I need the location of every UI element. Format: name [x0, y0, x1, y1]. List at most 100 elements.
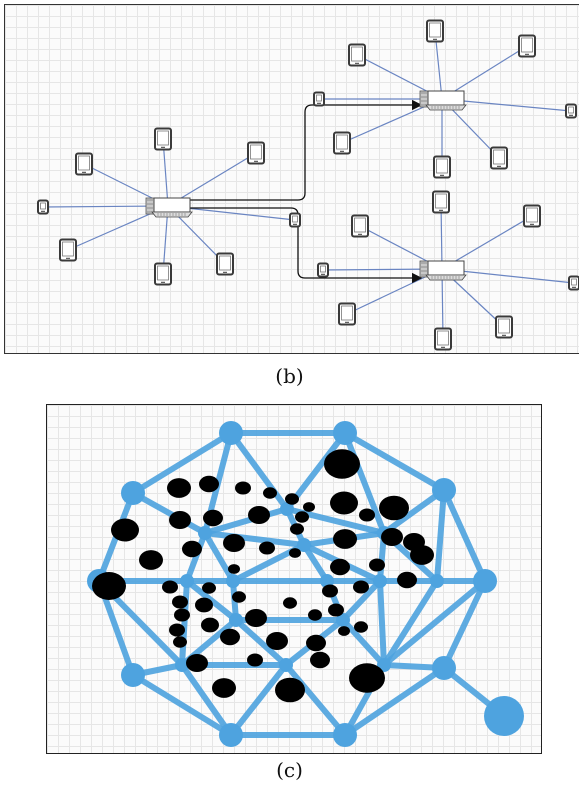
- mesh-edge: [441, 578, 488, 671]
- mesh-node: [373, 574, 387, 588]
- mesh-node: [121, 481, 145, 505]
- data-dot: [172, 595, 188, 609]
- data-dot: [173, 636, 187, 648]
- data-dot: [201, 617, 219, 633]
- data-dot: [169, 510, 191, 530]
- tablet-icon: [216, 252, 234, 276]
- network-switch-icon: [419, 90, 467, 111]
- data-dot: [169, 623, 185, 637]
- mesh-edge: [301, 542, 330, 584]
- data-dot: [139, 550, 163, 570]
- tablet-icon: [434, 327, 452, 351]
- data-dot: [295, 511, 309, 523]
- mesh-node: [175, 658, 189, 672]
- caption-b: (b): [275, 364, 304, 388]
- mesh-edge: [202, 530, 307, 548]
- mesh-edge: [381, 578, 440, 668]
- tablet-icon: [289, 212, 301, 228]
- mesh-node: [279, 658, 293, 672]
- tablet-icon: [348, 43, 366, 67]
- mesh-node: [297, 538, 311, 552]
- data-dot: [199, 475, 219, 493]
- tablet-icon: [338, 302, 356, 326]
- data-dot: [397, 571, 417, 589]
- data-dot: [330, 558, 350, 576]
- mesh-edge: [381, 487, 447, 536]
- network-link: [441, 45, 528, 100]
- tablet-icon: [154, 262, 172, 286]
- tablet-icon: [247, 141, 265, 165]
- mesh-panel: [46, 404, 542, 754]
- data-dot: [162, 580, 178, 594]
- data-dot: [186, 653, 208, 673]
- mesh-node: [473, 569, 497, 593]
- tablet-icon: [154, 127, 172, 151]
- mesh-node: [333, 421, 357, 445]
- caption-c: (c): [276, 758, 303, 782]
- mesh-node: [484, 696, 524, 736]
- mesh-node: [432, 478, 456, 502]
- tablet-icon: [433, 155, 451, 179]
- data-dot: [245, 608, 267, 628]
- tablet-icon: [568, 275, 579, 291]
- data-dot: [228, 564, 240, 574]
- data-dot: [212, 678, 236, 698]
- data-dot: [328, 603, 344, 617]
- data-dot: [111, 518, 139, 542]
- data-dot: [308, 609, 322, 621]
- tablet-icon: [75, 152, 93, 176]
- mesh-edge: [130, 430, 234, 496]
- tablet-icon: [333, 131, 351, 155]
- tablet-icon: [37, 199, 49, 215]
- data-dot: [203, 509, 223, 527]
- data-dot: [306, 634, 326, 652]
- data-dot: [167, 478, 191, 498]
- mesh-node: [219, 723, 243, 747]
- data-dot: [232, 591, 246, 603]
- mesh-node: [226, 574, 240, 588]
- tablet-icon: [565, 103, 577, 119]
- data-dot: [289, 548, 301, 558]
- mesh-edge: [342, 430, 387, 536]
- data-dot: [330, 491, 358, 515]
- data-dot: [303, 502, 315, 512]
- data-dot: [354, 621, 368, 633]
- data-dot: [220, 628, 240, 646]
- tablet-icon: [518, 34, 536, 58]
- data-dot: [338, 626, 350, 636]
- data-dot: [283, 597, 297, 609]
- mesh-node: [219, 421, 243, 445]
- tablet-icon: [426, 19, 444, 43]
- mesh-edge: [130, 490, 208, 536]
- mesh-diagram: [87, 421, 524, 747]
- data-dot: [259, 541, 275, 555]
- mesh-edge: [130, 672, 234, 738]
- mesh-node: [121, 663, 145, 687]
- data-dot: [235, 481, 251, 495]
- data-dot: [247, 653, 263, 667]
- mesh-edge: [381, 578, 488, 668]
- tablet-icon: [317, 262, 329, 278]
- mesh-edge: [179, 578, 190, 668]
- mesh-node: [180, 574, 194, 588]
- mesh-node: [333, 723, 357, 747]
- mesh-edge: [434, 487, 447, 584]
- data-dot: [310, 651, 330, 669]
- data-dot: [248, 505, 270, 525]
- data-dot: [266, 631, 288, 651]
- mesh-edge: [179, 662, 234, 738]
- mesh-edge: [377, 578, 387, 668]
- data-dot: [333, 529, 357, 549]
- data-dot: [359, 508, 375, 522]
- mesh-node: [430, 574, 444, 588]
- data-dot: [92, 572, 126, 600]
- connection-arrow: [188, 207, 423, 284]
- connection-arrow: [188, 99, 423, 201]
- mesh-edge: [340, 617, 387, 668]
- tablet-icon: [495, 315, 513, 339]
- mesh-edge: [233, 617, 289, 668]
- data-dot: [275, 677, 305, 703]
- mesh-edge: [340, 578, 383, 623]
- network-switch-icon: [145, 197, 193, 218]
- data-dot: [174, 608, 190, 622]
